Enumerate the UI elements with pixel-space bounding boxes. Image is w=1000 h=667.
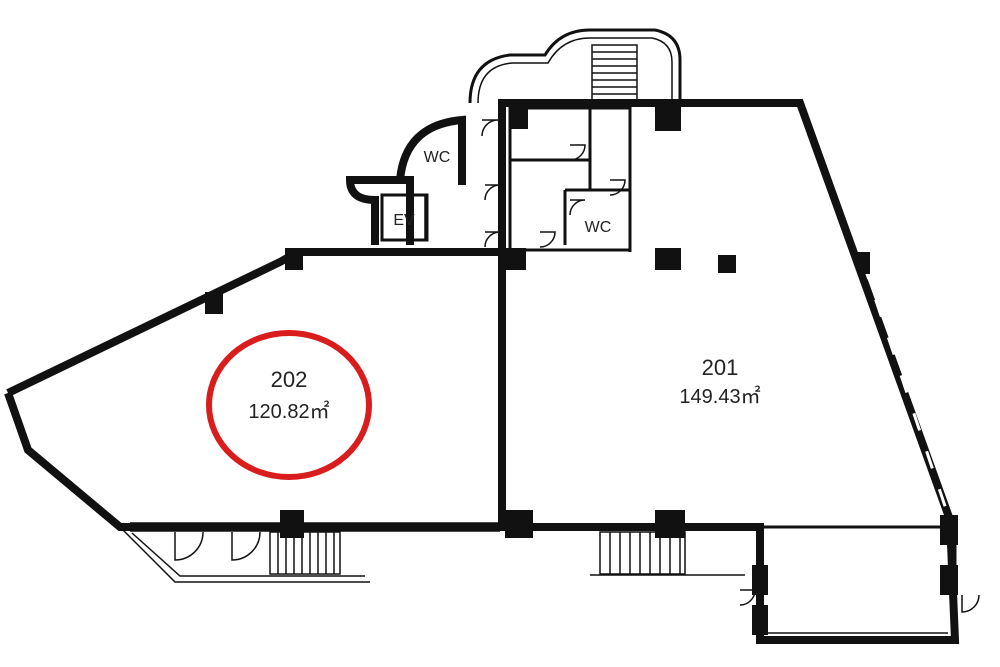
unit-201-area: 149.43㎡ [679, 384, 760, 408]
unit-202-area: 120.82㎡ [248, 399, 329, 423]
structural-columns [205, 103, 958, 635]
highlight-circle [206, 330, 372, 480]
unit-202-walls [4, 248, 506, 532]
door-swings [174, 119, 980, 613]
unit-201-number: 201 [702, 355, 739, 380]
service-core [500, 103, 632, 252]
front-terrace [119, 525, 957, 642]
elevator-label: EV [393, 212, 415, 229]
wc-upper-label: WC [424, 149, 451, 166]
unit-202-number: 202 [271, 367, 308, 392]
wc-lower-label: WC [585, 219, 612, 236]
rear-staircase [468, 28, 682, 104]
elevator-wc-block [345, 115, 466, 245]
front-staircases [269, 531, 686, 575]
